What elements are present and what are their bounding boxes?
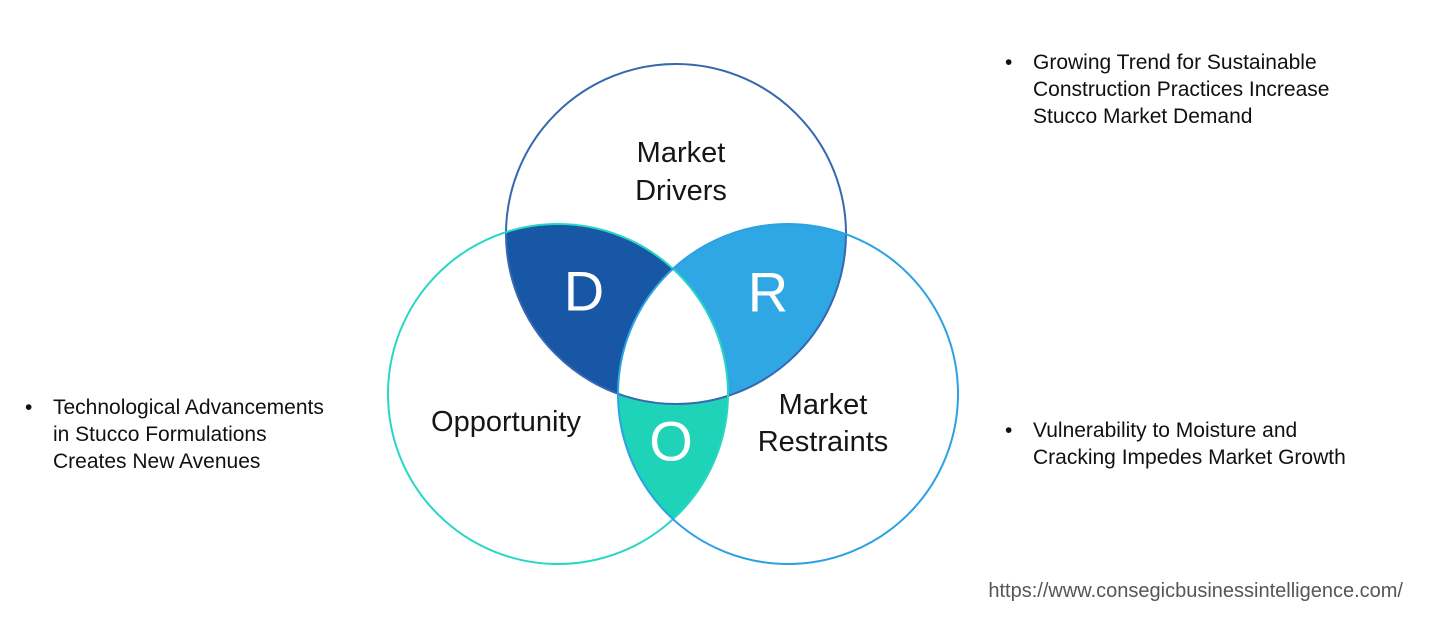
letter-r: R bbox=[747, 260, 789, 324]
triple-overlap-region bbox=[618, 224, 728, 404]
note-drivers: • Growing Trend for Sustainable Construc… bbox=[1005, 49, 1395, 130]
source-url-link[interactable]: https://www.consegicbusinessintelligence… bbox=[988, 580, 1403, 602]
label-opportunity: Opportunity bbox=[431, 406, 581, 438]
letter-o: O bbox=[649, 409, 693, 473]
bullet-dot: • bbox=[1005, 419, 1013, 442]
venn-circle-opportunity bbox=[387, 223, 729, 565]
label-market-restraints: Market Restraints bbox=[757, 389, 889, 458]
letter-d: D bbox=[563, 259, 605, 323]
bullet-dot: • bbox=[25, 396, 33, 419]
bullet-dot: • bbox=[1005, 51, 1013, 74]
note-opportunity-text: Technological Advancements in Stucco For… bbox=[53, 396, 324, 473]
note-drivers-text: Growing Trend for Sustainable Constructi… bbox=[1033, 51, 1330, 128]
venn-circle-restraints bbox=[617, 223, 959, 565]
note-restraints: • Vulnerability to Moisture and Cracking… bbox=[1005, 417, 1415, 471]
note-opportunity: • Technological Advancements in Stucco F… bbox=[25, 394, 385, 475]
label-market-drivers: Market Drivers bbox=[635, 137, 727, 207]
note-restraints-text: Vulnerability to Moisture and Cracking I… bbox=[1033, 419, 1346, 469]
